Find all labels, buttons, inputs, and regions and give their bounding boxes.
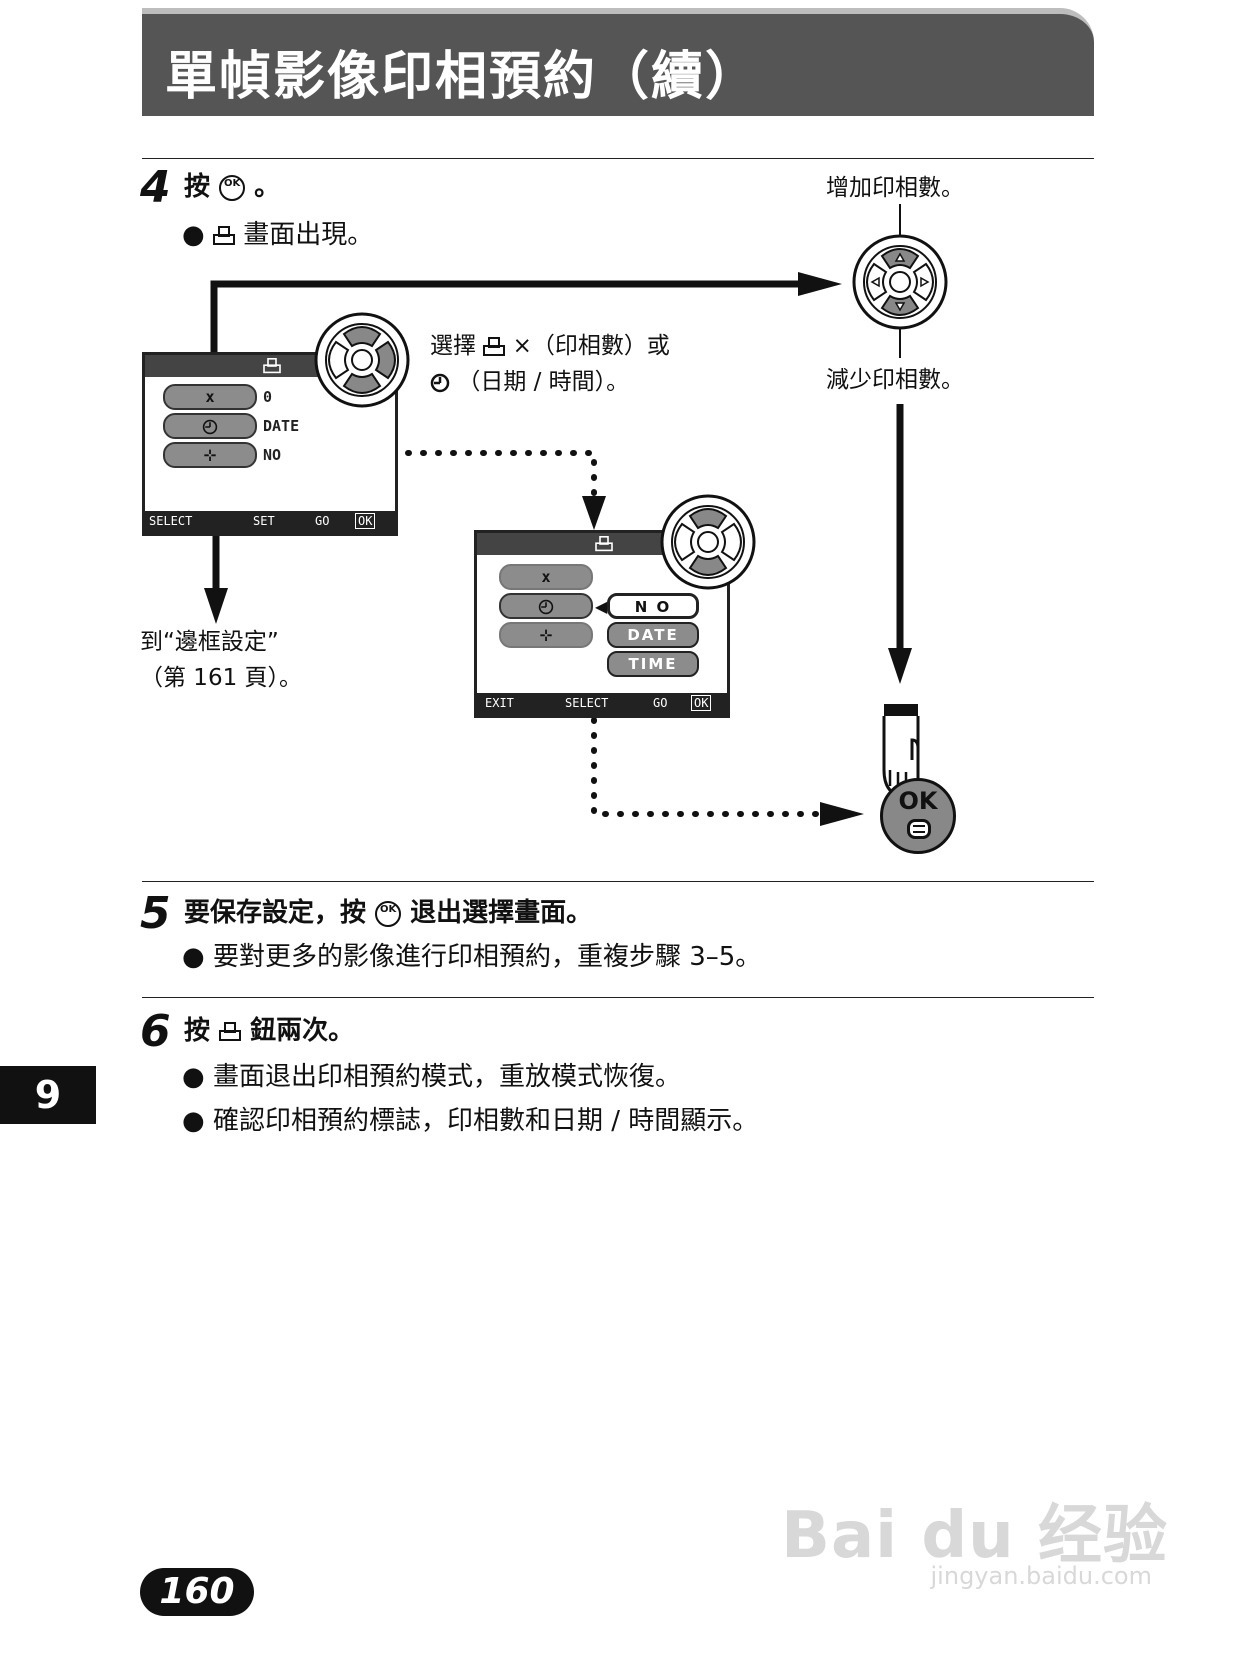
print-count-value: 0: [263, 388, 273, 406]
trimming-icon: ⊹: [539, 626, 553, 644]
clock-icon: [430, 373, 450, 392]
ok-button-icon: OK: [375, 900, 402, 927]
step-instruction: 按 OK 。: [184, 166, 280, 203]
status-go: GO: [315, 514, 330, 528]
print-order-icon: [219, 1021, 242, 1041]
menu-item-trimming[interactable]: ⊹: [163, 442, 257, 468]
step-number: 4: [140, 162, 171, 213]
bullet-item: ● 畫面出現。: [182, 214, 373, 251]
arrow-head: [888, 648, 912, 684]
clock-icon: [202, 419, 218, 434]
status-exit: EXIT: [485, 696, 514, 710]
arrow-pad-dial: [314, 312, 410, 408]
status-select: SELECT: [149, 514, 193, 528]
up-arrow-icon: [688, 508, 728, 530]
print-count-label: x: [205, 388, 215, 406]
up-arrow-icon: [342, 326, 382, 348]
step-text: 退出選擇畫面。: [410, 898, 593, 928]
status-set: SET: [253, 514, 275, 528]
selection-pointer-icon: ◀: [595, 597, 608, 616]
arrow-head: [820, 802, 864, 826]
screen-status-bar: SELECT SET GO OK: [145, 511, 395, 533]
section-divider: [142, 997, 1094, 998]
option-no[interactable]: N O: [607, 593, 699, 619]
clock-icon: [538, 599, 554, 614]
print-order-icon: [263, 358, 281, 374]
arrow-head: [204, 588, 228, 624]
ok-menu-button[interactable]: OK: [880, 778, 956, 854]
bullet-marker: ●: [182, 220, 213, 250]
step-number: 6: [140, 1006, 171, 1057]
trimming-value: NO: [263, 446, 282, 464]
increase-label: 增加印相數。: [826, 175, 964, 201]
menu-item-date[interactable]: [163, 413, 257, 439]
select-instruction: 選擇 ×（印相數）或: [430, 326, 670, 360]
screen-status-bar: EXIT SELECT GO OK: [477, 693, 727, 715]
print-order-icon: [483, 336, 506, 356]
ok-label: OK: [898, 787, 938, 815]
step-instruction: 要保存設定，按 OK 退出選擇畫面。: [184, 892, 592, 929]
status-go: GO: [653, 696, 668, 710]
down-arrow-icon: [342, 372, 382, 394]
goto-page-ref: （第 161 頁）。: [140, 665, 303, 691]
step-text: 鈕兩次。: [250, 1016, 355, 1046]
section-divider: [142, 881, 1094, 882]
trimming-icon: ⊹: [203, 446, 217, 464]
option-date[interactable]: DATE: [607, 622, 699, 648]
menu-item-print-count[interactable]: x: [163, 384, 257, 410]
ok-button-icon: OK: [219, 174, 246, 201]
decrease-label: 減少印相數。: [826, 367, 964, 393]
note-text: （日期 / 時間）。: [457, 369, 630, 395]
bullet-item: ● 畫面退出印相預約模式，重放模式恢復。: [182, 1062, 681, 1092]
watermark-url: jingyan.baidu.com: [930, 1562, 1152, 1590]
watermark-logo: Bai du 经验: [781, 1499, 1168, 1573]
page-number: 160: [140, 1568, 254, 1616]
step-text: 要保存設定，按: [184, 898, 367, 928]
bullet-text: 畫面出現。: [243, 220, 374, 250]
arrow-pad-dial: [852, 234, 948, 330]
step-number: 5: [140, 888, 171, 939]
status-ok: OK: [355, 513, 376, 529]
bullet-item: ● 確認印相預約標誌，印相數和日期 / 時間顯示。: [182, 1106, 759, 1136]
print-order-icon: [212, 225, 235, 245]
note-text: ×（印相數）或: [512, 333, 670, 359]
page-title: 單幀影像印相預約（續）: [165, 47, 760, 107]
right-arrow-icon: [720, 522, 742, 562]
menu-item-date[interactable]: [499, 593, 593, 619]
goto-instruction: 到“邊框設定”: [140, 629, 279, 655]
date-value: DATE: [263, 417, 300, 435]
chapter-tab: 9: [0, 1066, 96, 1124]
print-count-label: x: [541, 568, 551, 586]
status-select: SELECT: [565, 696, 609, 710]
right-arrow-icon: [374, 340, 396, 380]
section-divider: [142, 158, 1094, 159]
select-instruction-line2: （日期 / 時間）。: [430, 362, 629, 396]
menu-item-trimming[interactable]: ⊹: [499, 622, 593, 648]
status-ok: OK: [691, 695, 712, 711]
option-time[interactable]: TIME: [607, 651, 699, 677]
arrow-head: [582, 496, 606, 530]
step-text: 按: [184, 172, 211, 202]
arrow-head: [798, 272, 842, 296]
step-instruction: 按 鈕兩次。: [184, 1010, 354, 1047]
left-arrow-icon: [674, 522, 696, 562]
bullet-item: ● 要對更多的影像進行印相預約，重複步驟 3–5。: [182, 942, 762, 972]
step-text: 。: [254, 172, 281, 202]
menu-icon: [907, 819, 931, 839]
note-text: 選擇: [430, 333, 476, 359]
arrow-pad-dial: [660, 494, 756, 590]
menu-item-print-count[interactable]: x: [499, 564, 593, 590]
left-arrow-icon: [328, 340, 350, 380]
step-text: 按: [184, 1016, 211, 1046]
down-arrow-icon: [688, 554, 728, 576]
chapter-header: [142, 8, 1094, 116]
print-order-icon: [595, 536, 613, 552]
